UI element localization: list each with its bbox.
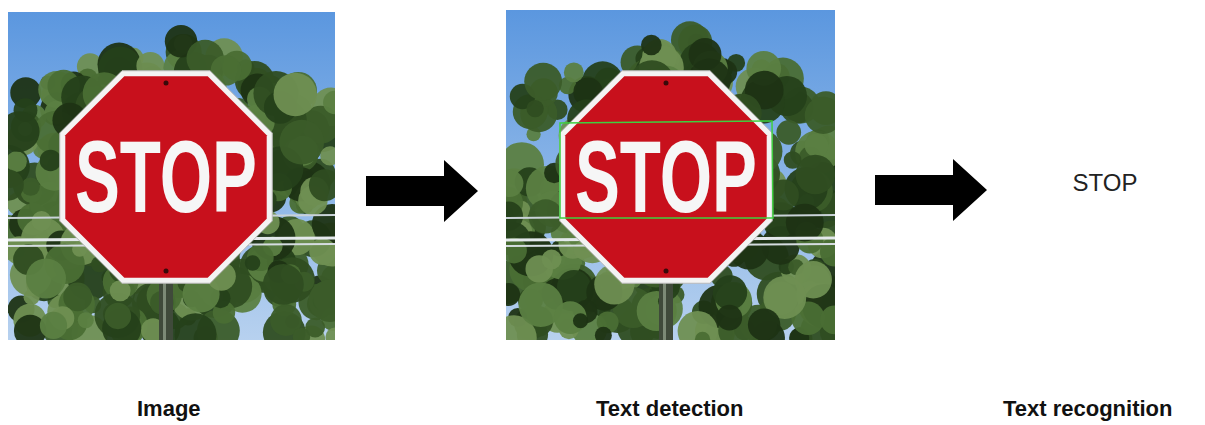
leaf-cluster (279, 120, 324, 165)
leaf-cluster (805, 134, 828, 157)
sign-bolt (164, 269, 169, 274)
leaf-cluster (805, 97, 835, 134)
flow-arrow (366, 160, 478, 222)
leaf-cluster (78, 312, 94, 328)
image-panel: STOPText detection (506, 10, 835, 340)
leaf-cluster (309, 238, 335, 265)
leaf-cluster (678, 311, 718, 340)
leaf-cluster (796, 155, 835, 195)
pole-highlight (163, 277, 166, 340)
leaf-cluster (305, 318, 325, 338)
recognized-text: STOP (1073, 171, 1138, 195)
sign-pole (159, 277, 173, 340)
leaf-cluster (564, 62, 584, 82)
leaf-cluster (506, 283, 520, 306)
tree-foliage (8, 25, 335, 340)
leaf-cluster (26, 258, 66, 298)
sky (8, 12, 335, 340)
sign-border (60, 71, 272, 283)
leaf-cluster (641, 35, 662, 56)
leaf-cluster (40, 312, 67, 339)
leaf-cluster (695, 332, 710, 340)
sign-bolt (664, 81, 669, 86)
leaf-cluster (542, 250, 562, 270)
leaf-cluster (325, 327, 335, 340)
leaf-cluster (309, 169, 335, 201)
step-caption: Image (137, 398, 201, 420)
leaf-cluster (529, 199, 563, 233)
leaf-cluster (820, 305, 835, 334)
tree-foliage (506, 21, 835, 340)
sign-text: STOP (75, 126, 257, 228)
result-panel: STOPText recognition (1000, 12, 1200, 340)
leaf-cluster (21, 177, 39, 195)
sign-bolt (164, 81, 169, 86)
leaf-cluster (820, 237, 835, 267)
leaf-cluster (63, 283, 92, 312)
leaf-cluster (526, 100, 543, 117)
leaf-cluster (717, 305, 743, 331)
stop-sign (65, 76, 266, 277)
leaf-cluster (32, 211, 52, 231)
pole-highlight (663, 277, 666, 340)
leaf-cluster (506, 238, 527, 264)
leaf-cluster (245, 255, 260, 270)
sign-border (560, 71, 772, 283)
leaf-cluster (713, 275, 747, 309)
step-caption: Text recognition (1003, 398, 1173, 420)
leaf-cluster (40, 150, 62, 172)
leaf-cluster (320, 146, 335, 165)
leaf-cluster (8, 169, 24, 200)
sign-pole (659, 277, 673, 340)
leaf-cluster (748, 308, 780, 340)
leaf-cluster (776, 120, 801, 145)
leaf-cluster (323, 91, 335, 114)
sky (506, 10, 835, 340)
leaf-cluster (595, 327, 612, 340)
leaf-cluster (274, 73, 317, 116)
leaf-cluster (573, 313, 588, 328)
leaf-cluster (8, 111, 40, 151)
leaf-cluster (8, 151, 27, 172)
leaf-cluster (175, 313, 217, 340)
leaf-cluster (786, 204, 824, 242)
leaf-cluster (506, 170, 523, 197)
image-panel: STOPImage (8, 12, 335, 340)
flow-arrow (875, 159, 987, 221)
leaf-cluster (263, 264, 304, 305)
leaf-cluster (105, 303, 131, 329)
step-caption: Text detection (596, 398, 744, 420)
leaf-cluster (524, 63, 562, 101)
stop-sign (565, 76, 766, 277)
leaf-cluster (506, 201, 523, 230)
sign-bolt (664, 269, 669, 274)
sign-text: STOP (575, 126, 757, 228)
